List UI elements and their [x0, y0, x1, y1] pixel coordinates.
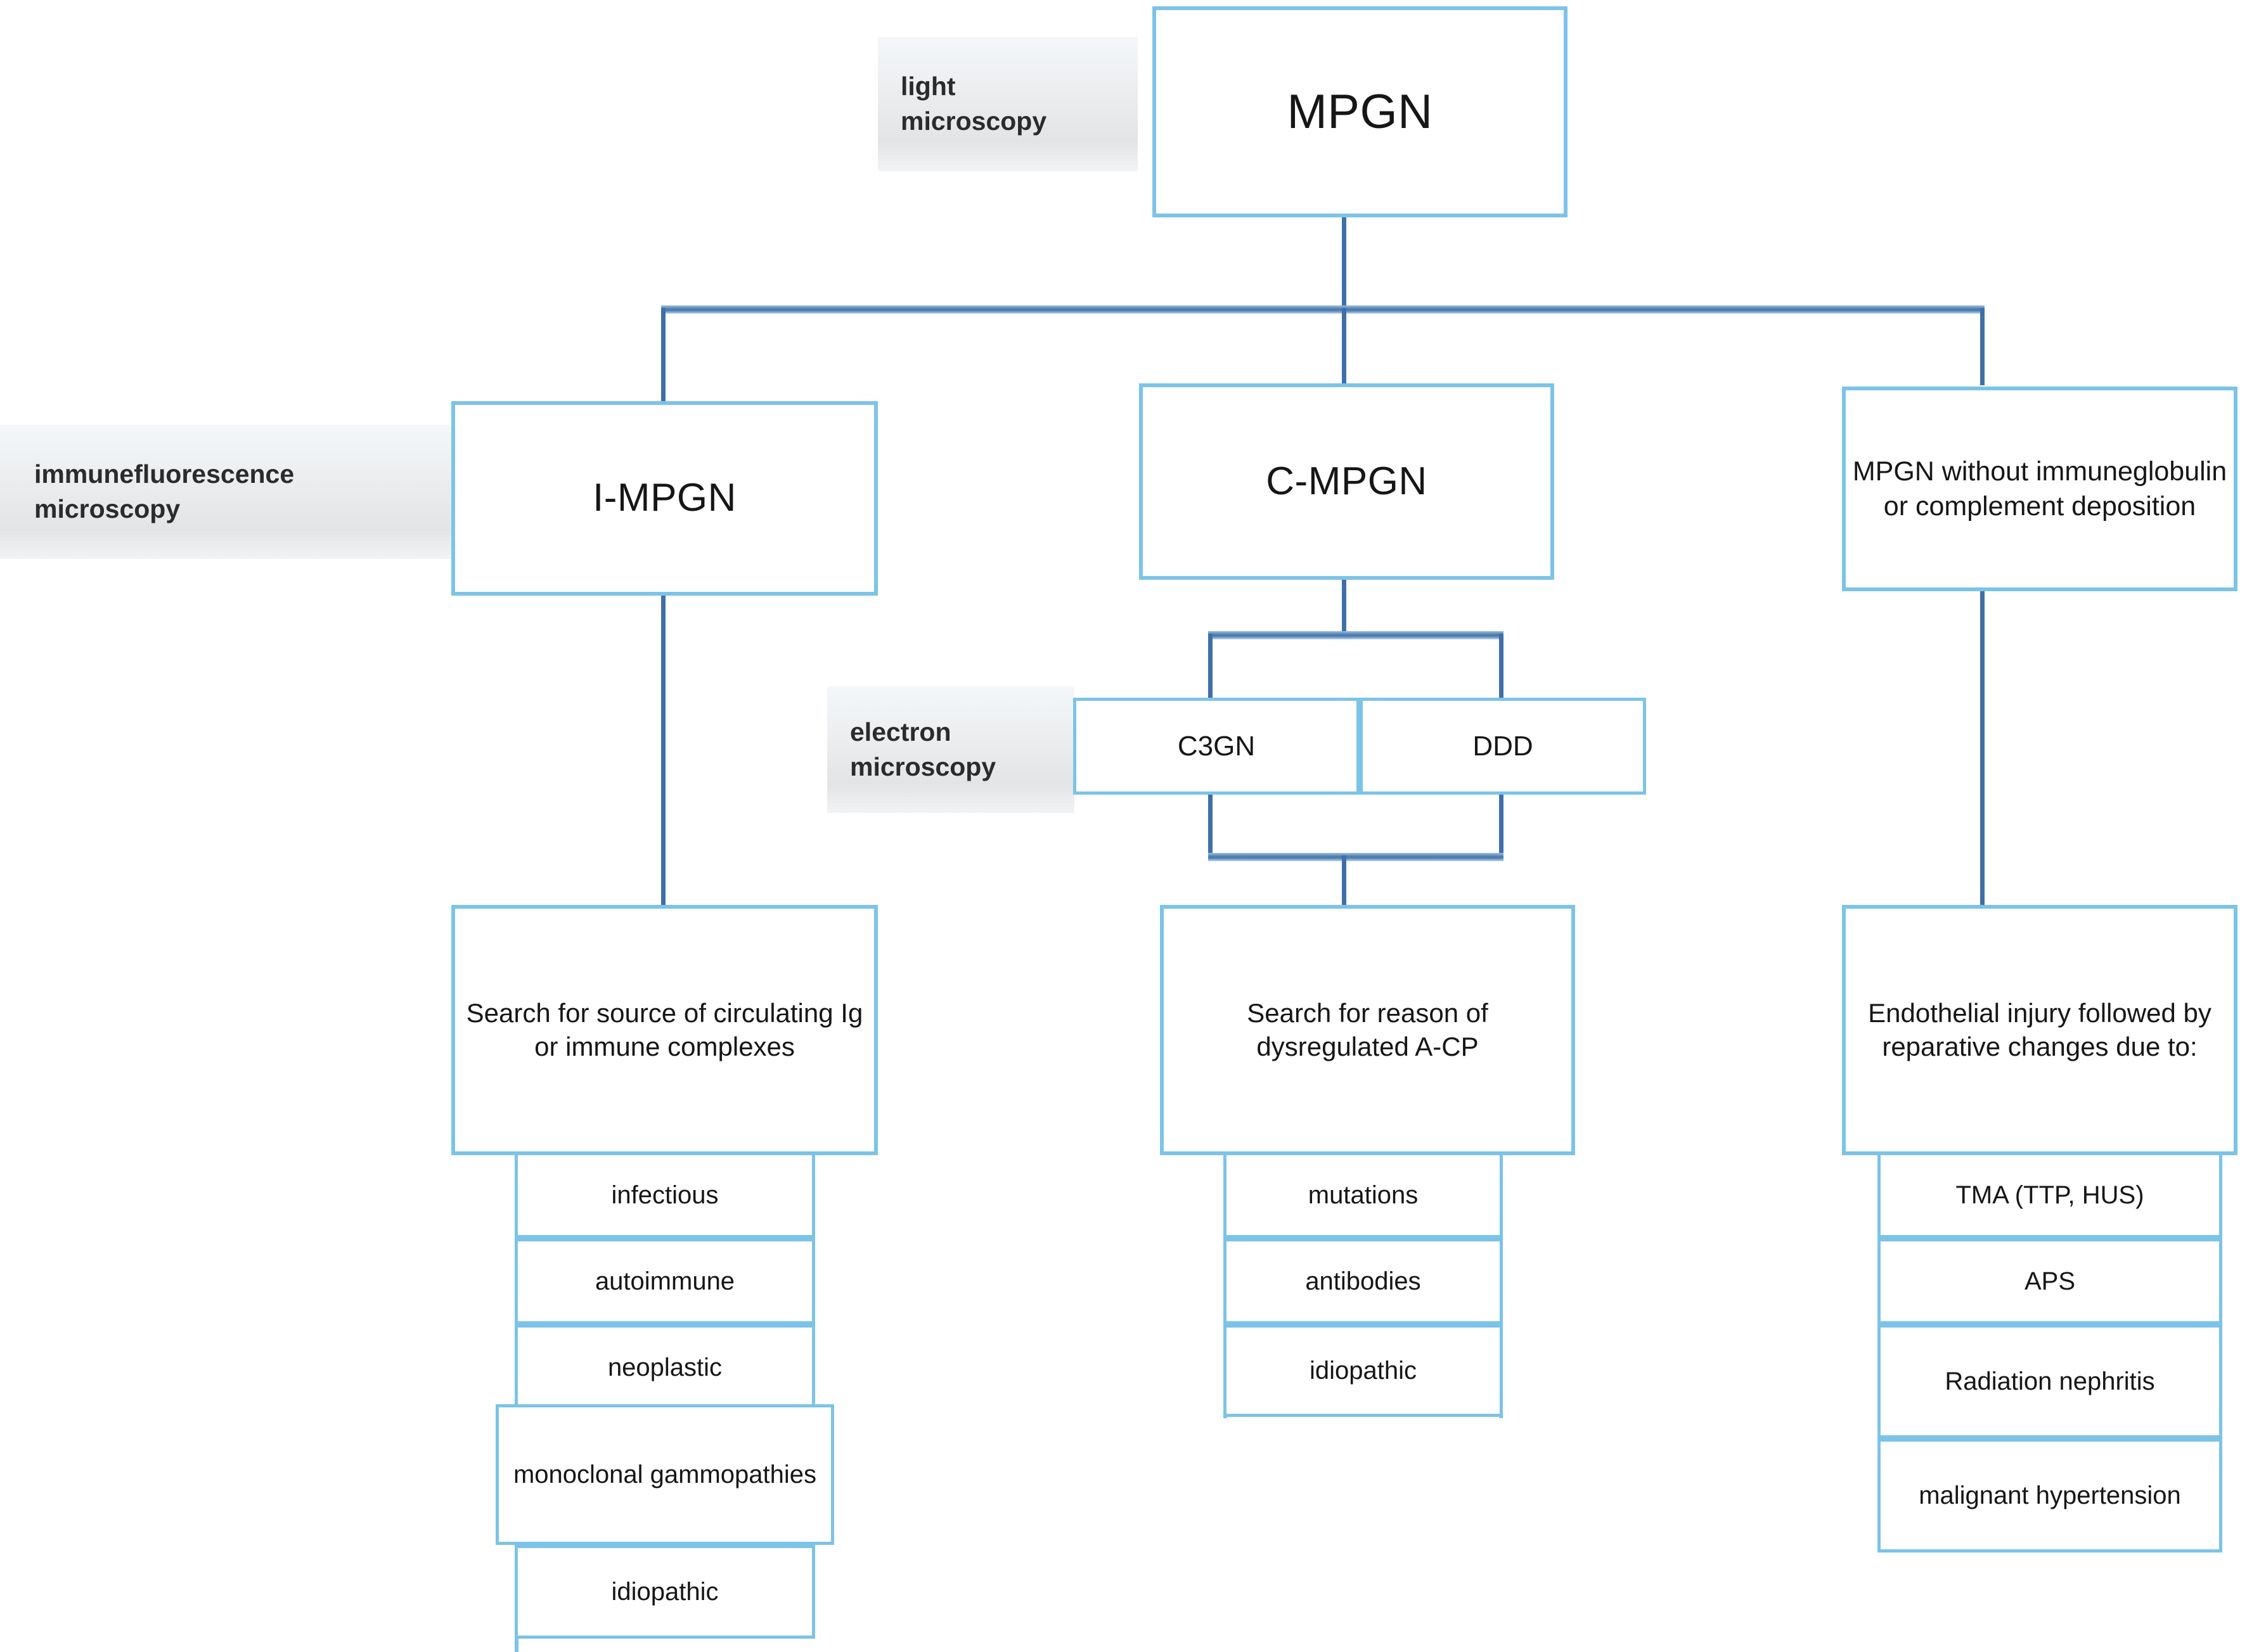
- connector-em-top-right: [1499, 634, 1503, 698]
- node-ddd-label: DDD: [1472, 730, 1533, 762]
- leaf-center-mutations-label: mutations: [1308, 1181, 1419, 1209]
- leaf-left-neoplastic[interactable]: neoplastic: [515, 1324, 815, 1411]
- leaf-center-antibodies-label: antibodies: [1305, 1267, 1421, 1295]
- tag-immunofluorescence-microscopy: immunefluorescence microscopy: [0, 425, 451, 559]
- leaf-left-infectious[interactable]: infectious: [515, 1152, 815, 1238]
- node-c-mpgn[interactable]: C-MPGN: [1139, 383, 1554, 580]
- leaf-right-aps-label: APS: [2024, 1267, 2076, 1295]
- node-mpgn-without-deposition[interactable]: MPGN without immuneglobulin or complemen…: [1842, 387, 2237, 591]
- connector-bus-to-right: [1980, 308, 1985, 385]
- tag-electron-label: electron microscopy: [850, 717, 996, 781]
- connector-em-bracket-top: [1208, 631, 1503, 639]
- leaf-left-monoclonal-gammopathies[interactable]: monoclonal gammopathies: [496, 1404, 834, 1545]
- node-mpgn[interactable]: MPGN: [1152, 6, 1568, 217]
- tag-light-microscopy-label: light microscopy: [901, 71, 1047, 136]
- leaf-center-idiopathic[interactable]: idiopathic: [1223, 1324, 1503, 1417]
- leaf-left-autoimmune[interactable]: autoimmune: [515, 1238, 815, 1324]
- node-c-mpgn-label: C-MPGN: [1266, 459, 1427, 503]
- node-detail-center[interactable]: Search for reason of dysregulated A-CP: [1160, 905, 1575, 1155]
- connector-bus-level2: [661, 305, 1985, 314]
- leaf-right-radiation-nephritis[interactable]: Radiation nephritis: [1877, 1324, 2222, 1438]
- leaf-center-mutations[interactable]: mutations: [1223, 1152, 1503, 1238]
- node-detail-left[interactable]: Search for source of circulating Ig or i…: [451, 905, 878, 1155]
- connector-impgn-to-detail: [661, 594, 666, 905]
- leaf-center-antibodies[interactable]: antibodies: [1223, 1238, 1503, 1324]
- leaf-left-neoplastic-label: neoplastic: [607, 1353, 723, 1381]
- connector-cmpgn-to-em: [1342, 578, 1346, 635]
- node-c3gn[interactable]: C3GN: [1073, 698, 1360, 795]
- leaf-right-malignant-hypertension[interactable]: malignant hypertension: [1877, 1438, 2222, 1553]
- node-i-mpgn[interactable]: I-MPGN: [451, 401, 878, 596]
- leaf-left-infectious-label: infectious: [611, 1181, 719, 1209]
- leaf-right-radiation-nephritis-label: Radiation nephritis: [1945, 1367, 2155, 1395]
- connector-root-to-bus: [1342, 215, 1346, 308]
- leaf-left-idiopathic-label: idiopathic: [611, 1577, 719, 1606]
- leaf-right-malignant-hypertension-label: malignant hypertension: [1919, 1481, 2181, 1509]
- tag-light-microscopy: light microscopy: [878, 37, 1138, 171]
- node-detail-center-label: Search for reason of dysregulated A-CP: [1247, 997, 1488, 1061]
- leaf-left-autoimmune-label: autoimmune: [595, 1267, 735, 1295]
- node-detail-right[interactable]: Endothelial injury followed by reparativ…: [1842, 905, 2237, 1155]
- connector-em-bracket-bottom: [1208, 853, 1503, 861]
- leaf-left-idiopathic[interactable]: idiopathic: [515, 1545, 815, 1639]
- leaf-right-tma[interactable]: TMA (TTP, HUS): [1877, 1152, 2222, 1238]
- node-c3gn-label: C3GN: [1177, 730, 1256, 762]
- node-mpgn-without-deposition-label: MPGN without immuneglobulin or complemen…: [1852, 456, 2227, 522]
- node-mpgn-label: MPGN: [1287, 84, 1433, 139]
- leaf-right-tma-label: TMA (TTP, HUS): [1955, 1181, 2144, 1209]
- tag-immunofluorescence-label: immunefluorescence microscopy: [34, 459, 295, 523]
- node-ddd[interactable]: DDD: [1360, 698, 1646, 795]
- connector-em-top-left: [1208, 634, 1213, 698]
- tag-electron-microscopy: electron microscopy: [827, 686, 1074, 813]
- connector-em-bottom-right: [1499, 793, 1503, 857]
- node-i-mpgn-label: I-MPGN: [593, 476, 737, 520]
- connector-bus-to-impgn: [661, 308, 666, 403]
- leaf-center-idiopathic-label: idiopathic: [1309, 1356, 1417, 1385]
- node-detail-left-label: Search for source of circulating Ig or i…: [466, 997, 863, 1061]
- leaf-left-monoclonal-gammopathies-label: monoclonal gammopathies: [513, 1460, 817, 1489]
- connector-right-to-detail: [1980, 589, 1985, 905]
- connector-bus-to-cmpgn: [1342, 308, 1346, 385]
- node-detail-right-label: Endothelial injury followed by reparativ…: [1868, 997, 2211, 1061]
- connector-em-bottom-left: [1208, 793, 1213, 857]
- leaf-right-aps[interactable]: APS: [1877, 1238, 2222, 1324]
- connector-em-to-detail: [1342, 855, 1346, 905]
